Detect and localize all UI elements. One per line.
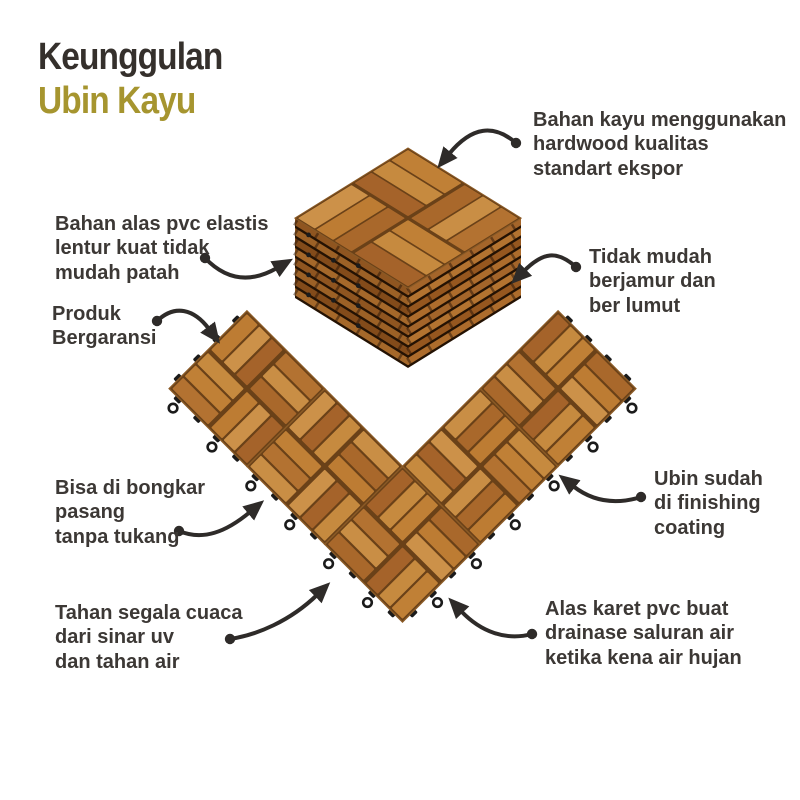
callout-warranty: Produk Bergaransi <box>52 303 157 350</box>
callout-arrow-material <box>437 128 522 169</box>
tile-stack-image <box>293 147 523 368</box>
title-line-1: Keunggulan <box>38 36 223 78</box>
callout-arrow-weather <box>224 582 331 645</box>
callout-drainage: Alas karet pvc buat drainase saluran air… <box>545 598 742 669</box>
callout-arrow-mold <box>510 253 582 285</box>
callout-arrow-drainage <box>448 597 538 640</box>
title-line-2: Ubin Kayu <box>38 80 196 122</box>
callout-arrow-warranty <box>151 308 221 344</box>
assembled-tiles-floor-image <box>167 309 638 623</box>
callout-finishing: Ubin sudah di finishing coating <box>654 468 763 539</box>
callout-material: Bahan kayu menggunakan hardwood kualitas… <box>533 109 787 180</box>
callout-arrow-pvc-base <box>199 252 293 280</box>
callout-arrow-finishing <box>558 474 647 504</box>
callout-weather: Tahan segala cuaca dari sinar uv dan tah… <box>55 602 243 673</box>
page-title: Keunggulan Ubin Kayu <box>38 38 248 120</box>
callout-assembly: Bisa di bongkar pasang tanpa tukang <box>55 477 206 548</box>
callout-mold: Tidak mudah berjamur dan ber lumut <box>589 246 716 317</box>
callout-arrow-assembly <box>173 500 265 538</box>
callout-pvc-base: Bahan alas pvc elastis lentur kuat tidak… <box>55 213 269 284</box>
